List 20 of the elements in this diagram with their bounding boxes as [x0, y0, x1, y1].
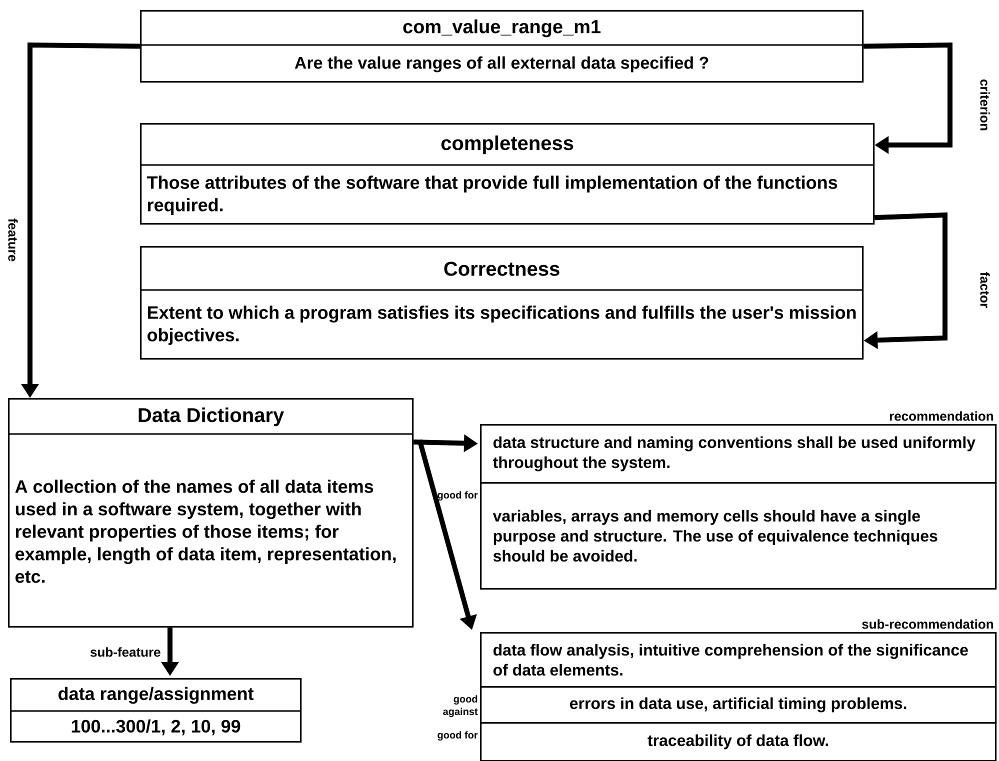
- side-label: good for: [438, 731, 478, 741]
- node-label: sub-recommendation: [862, 619, 993, 629]
- edge-label: sub-feature: [90, 647, 160, 657]
- node-label: recommendation: [890, 411, 993, 421]
- header-body-box: com_value_range_m1 Are the value ranges of all external data specified ?: [140, 10, 864, 83]
- arrow: [864, 42, 952, 154]
- edge-label: factor: [980, 272, 990, 308]
- header-body-box: data range/assignment 100...300/1, 2, 10, 99: [10, 678, 302, 743]
- side-label: good for: [438, 491, 478, 501]
- headed-box: sub-recommendation data flow analysis, intuitive comprehension of the significance of data elements.: [480, 619, 997, 688]
- edge-label: criterion: [980, 80, 990, 130]
- header-body-box: completeness Those attributes of the software that provide full implementation of the functions required.: [140, 123, 875, 225]
- edge-label: feature: [8, 218, 18, 262]
- header-body-box: Correctness Extent to which a program satisfies its specifications and fulfills the user's mission objectives.: [140, 246, 864, 360]
- header-body-box: Data Dictionary A collection of the names of all data items used in a software system, together with relevant properties of those items; for example, length of data item, representation, etc.: [8, 398, 414, 628]
- text-box: errors in data use, artificial timing problems.: [480, 686, 997, 724]
- side-label: good against: [443, 695, 478, 718]
- text-box: traceability of data flow.: [480, 722, 997, 761]
- text-box: variables, arrays and memory cells should have a single purpose and structure. The use of equivalence techniques should be avoided.: [480, 482, 997, 590]
- headed-box: recommendation data structure and naming conventions shall be used uniformly throughout the system.: [480, 411, 997, 484]
